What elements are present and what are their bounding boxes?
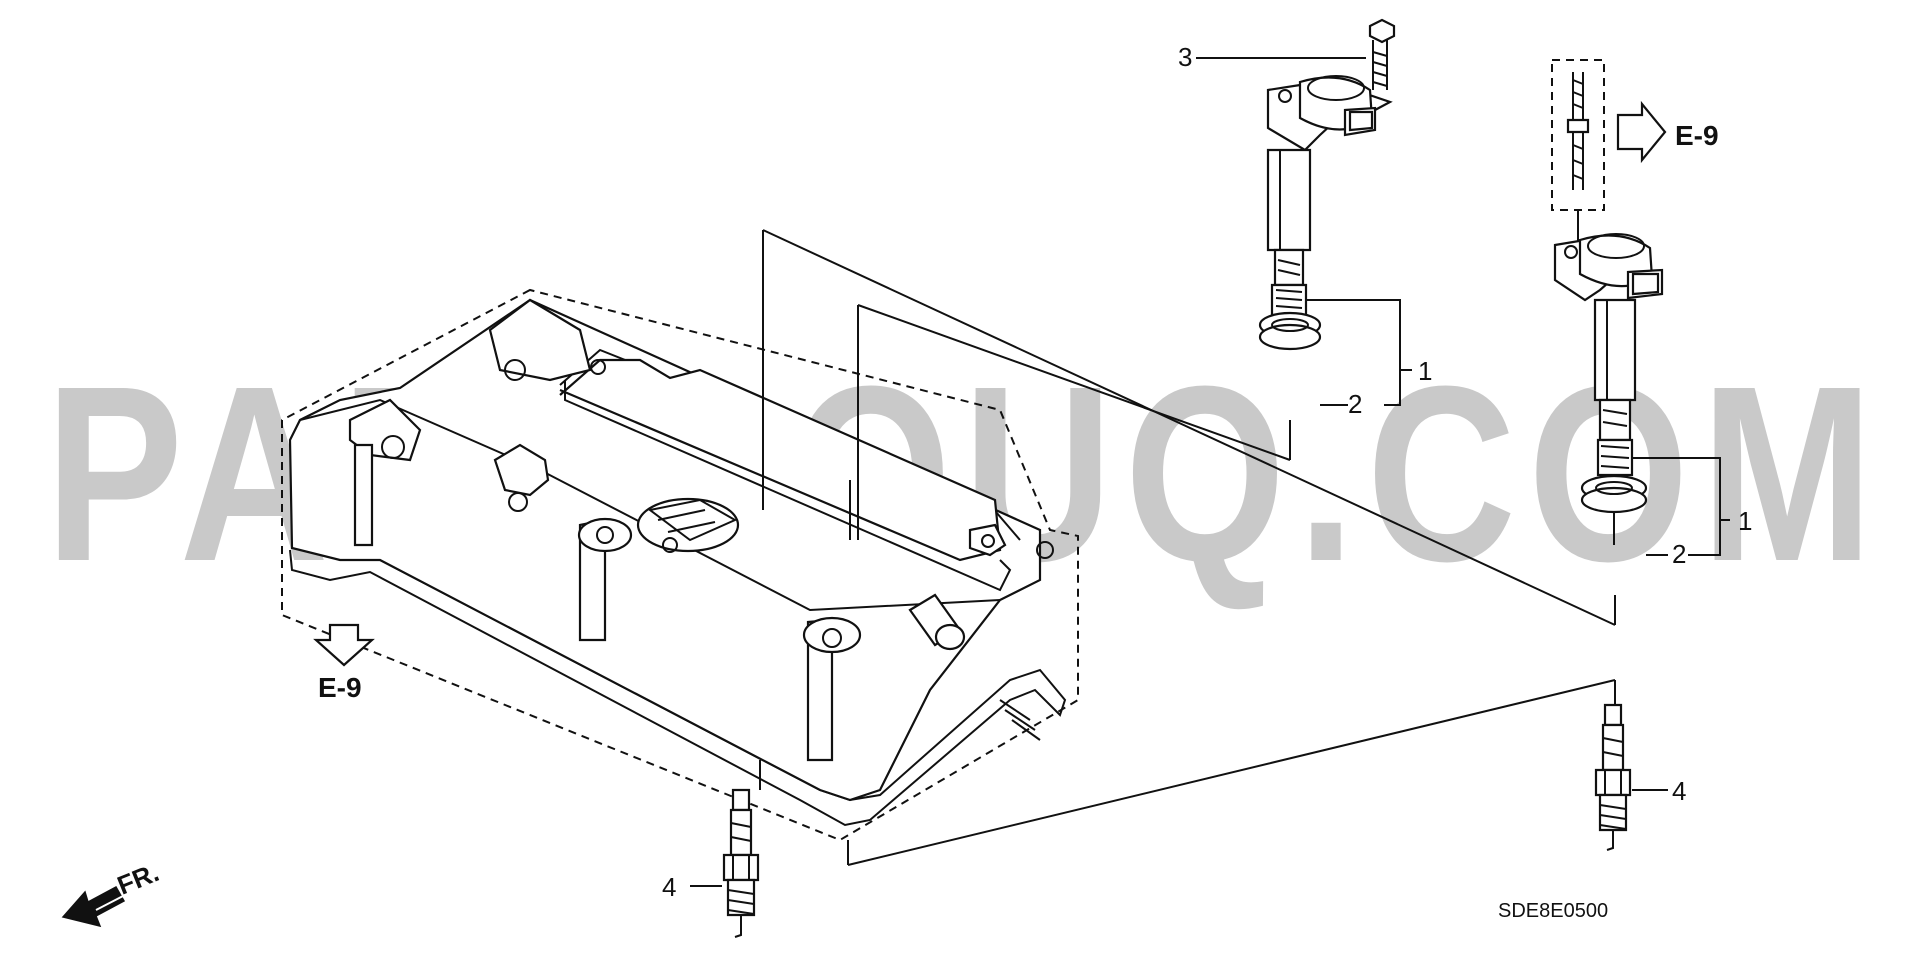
front-direction-arrow-icon — [61, 885, 126, 928]
ignition-coil-upper[interactable] — [1258, 18, 1396, 351]
bolt[interactable] — [1368, 18, 1396, 90]
reference-label-upper[interactable]: E-9 — [1675, 120, 1719, 151]
callout-coil-upper: 1 — [1418, 356, 1432, 386]
reference-arrow-down-icon — [313, 623, 375, 667]
callout-plug-right: 4 — [1672, 776, 1686, 806]
oil-filler-cap-icon — [636, 497, 740, 553]
callout-seal-upper: 2 — [1348, 389, 1362, 419]
callout-seal-lower: 2 — [1672, 539, 1686, 569]
reference-arrow-right-icon — [1616, 100, 1667, 164]
spark-plug-right[interactable] — [1594, 703, 1632, 851]
callout-plug-left: 4 — [662, 872, 676, 902]
drawing-code: SDE8E0500 — [1498, 900, 1608, 922]
spark-plug-left[interactable] — [722, 788, 760, 938]
callout-coil-lower: 1 — [1738, 506, 1752, 536]
head-cover[interactable] — [281, 288, 1079, 842]
callout-bolt: 3 — [1178, 42, 1192, 72]
reference-label-lower[interactable]: E-9 — [318, 672, 362, 703]
ignition-coil-lower[interactable] — [1553, 233, 1664, 514]
stud-bolt — [1566, 72, 1590, 190]
